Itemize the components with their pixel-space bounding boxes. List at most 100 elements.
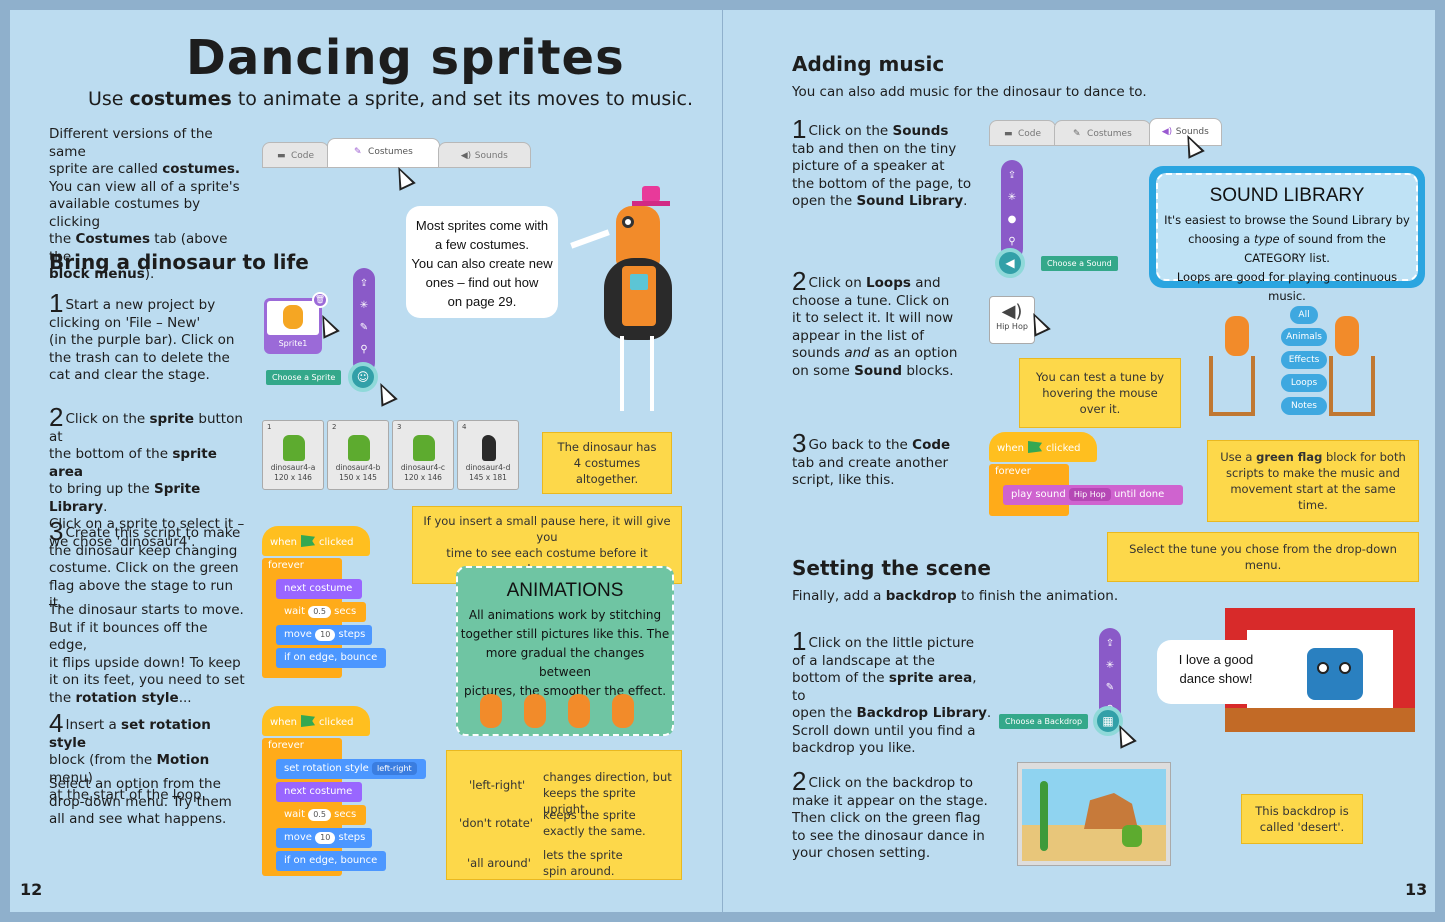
forever-block[interactable]: forever next costume wait 0.5 secs move … (262, 558, 386, 678)
tab-costumes[interactable]: ✎Costumes (327, 138, 440, 168)
dinosaur-icon (348, 435, 370, 461)
scene-intro: Finally, add a backdrop to finish the an… (792, 588, 1119, 604)
forever-block[interactable]: forever set rotation style left-right ne… (262, 738, 426, 876)
surprise-icon[interactable]: ✳ (1105, 660, 1115, 671)
speaker-icon: ◀) (1001, 301, 1023, 322)
desert-backdrop[interactable] (1017, 762, 1171, 866)
upload-icon[interactable]: ⇪ (1105, 638, 1115, 649)
tab-code[interactable]: ▬Code (262, 142, 330, 168)
section-heading: Adding music (792, 52, 945, 76)
paint-icon[interactable]: ✎ (1105, 682, 1115, 693)
sprite-tile[interactable]: Sprite1 🗑 (264, 292, 328, 354)
editor-tabs: ▬Code ✎Costumes ◀)Sounds (262, 138, 531, 168)
next-costume-block[interactable]: next costume (276, 782, 362, 802)
play-sound-block[interactable]: play sound Hip Hop until done (1003, 485, 1183, 505)
surprise-icon[interactable]: ✳ (359, 300, 369, 311)
sprite-menu-bar: ⇪ ✳ ✎ ⚲ (353, 268, 375, 374)
forever-block[interactable]: forever play sound Hip Hop until done (989, 464, 1183, 516)
category-animals[interactable]: Animals (1281, 328, 1327, 346)
search-icon[interactable]: ⚲ (360, 344, 368, 355)
intro-text: Different versions of the same sprite ar… (49, 126, 241, 282)
bounce-block[interactable]: if on edge, bounce (276, 851, 386, 871)
choose-sprite-label: Choose a Sprite (266, 370, 342, 385)
category-all[interactable]: All (1290, 306, 1318, 324)
code-icon: ▬ (277, 151, 286, 161)
move-block[interactable]: move 10 steps (276, 828, 372, 848)
music-intro: You can also add music for the dinosaur … (792, 84, 1147, 100)
dinosaur-icon (1122, 825, 1142, 847)
tab-code[interactable]: ▬Code (989, 120, 1057, 146)
forever-label: forever (995, 466, 1031, 477)
speaker-icon: ◀ (1005, 256, 1015, 270)
surprise-icon[interactable]: ✳ (1007, 192, 1017, 203)
choose-sound-label: Choose a Sound (1041, 256, 1118, 271)
dino-frames-illustration (480, 690, 640, 750)
trash-icon[interactable]: 🗑 (312, 292, 328, 308)
speaker-icon: ◀) (460, 151, 472, 161)
brush-icon: ✎ (1073, 129, 1081, 139)
option-all-around: 'all around' (467, 856, 531, 870)
move-block[interactable]: move 10 steps (276, 625, 372, 645)
category-effects[interactable]: Effects (1281, 351, 1327, 369)
tab-costumes[interactable]: ✎Costumes (1054, 120, 1151, 146)
robot-illustration (570, 186, 690, 436)
speaker-icon: ◀) (1161, 127, 1173, 137)
category-loops[interactable]: Loops (1281, 374, 1327, 392)
search-icon[interactable]: ⚲ (1008, 236, 1016, 247)
landscape-icon: ▦ (1102, 714, 1114, 728)
page-number: 12 (20, 880, 43, 899)
brush-icon: ✎ (354, 147, 362, 157)
option-left-right: 'left-right' (469, 778, 526, 792)
left-page: Dancing sprites Use costumes to animate … (10, 10, 722, 912)
green-flag-icon (301, 715, 316, 727)
tab-sounds[interactable]: ◀)Sounds (437, 142, 531, 168)
set-rotation-style-block[interactable]: set rotation style left-right (276, 759, 426, 779)
code-icon: ▬ (1004, 129, 1013, 139)
page-number: 13 (1405, 880, 1428, 899)
rotation-dropdown[interactable]: left-right (372, 762, 417, 775)
category-notes[interactable]: Notes (1281, 397, 1327, 415)
choose-sound-button[interactable]: ◀ (995, 248, 1025, 278)
paint-icon[interactable]: ✎ (359, 322, 369, 333)
sound-menu-bar: ⇪ ✳ ● ⚲ (1001, 160, 1023, 260)
forever-label: forever (268, 740, 304, 751)
dinosaur-icon (283, 435, 305, 461)
sound-dropdown[interactable]: Hip Hop (1068, 488, 1111, 501)
bounce-block[interactable]: if on edge, bounce (276, 648, 386, 668)
cactus-icon (1040, 781, 1048, 851)
sound-name: Hip Hop (996, 322, 1028, 331)
callout-tune: Select the tune you chose from the drop-… (1107, 532, 1419, 582)
next-costume-block[interactable]: next costume (276, 579, 362, 599)
upload-icon[interactable]: ⇪ (1007, 170, 1017, 181)
record-icon[interactable]: ● (1007, 214, 1017, 225)
hat-icon (642, 186, 660, 202)
sound-library-box: SOUND LIBRARY It's easiest to browse the… (1149, 166, 1425, 303)
editor-tabs: ▬Code ✎Costumes ◀)Sounds (989, 118, 1222, 146)
upload-icon[interactable]: ⇪ (359, 278, 369, 289)
wait-block[interactable]: wait 0.5 secs (276, 602, 366, 622)
dinosaur-icon (482, 435, 496, 461)
category-list: All Animals Effects Loops Notes (1209, 306, 1389, 420)
wait-block[interactable]: wait 0.5 secs (276, 805, 366, 825)
